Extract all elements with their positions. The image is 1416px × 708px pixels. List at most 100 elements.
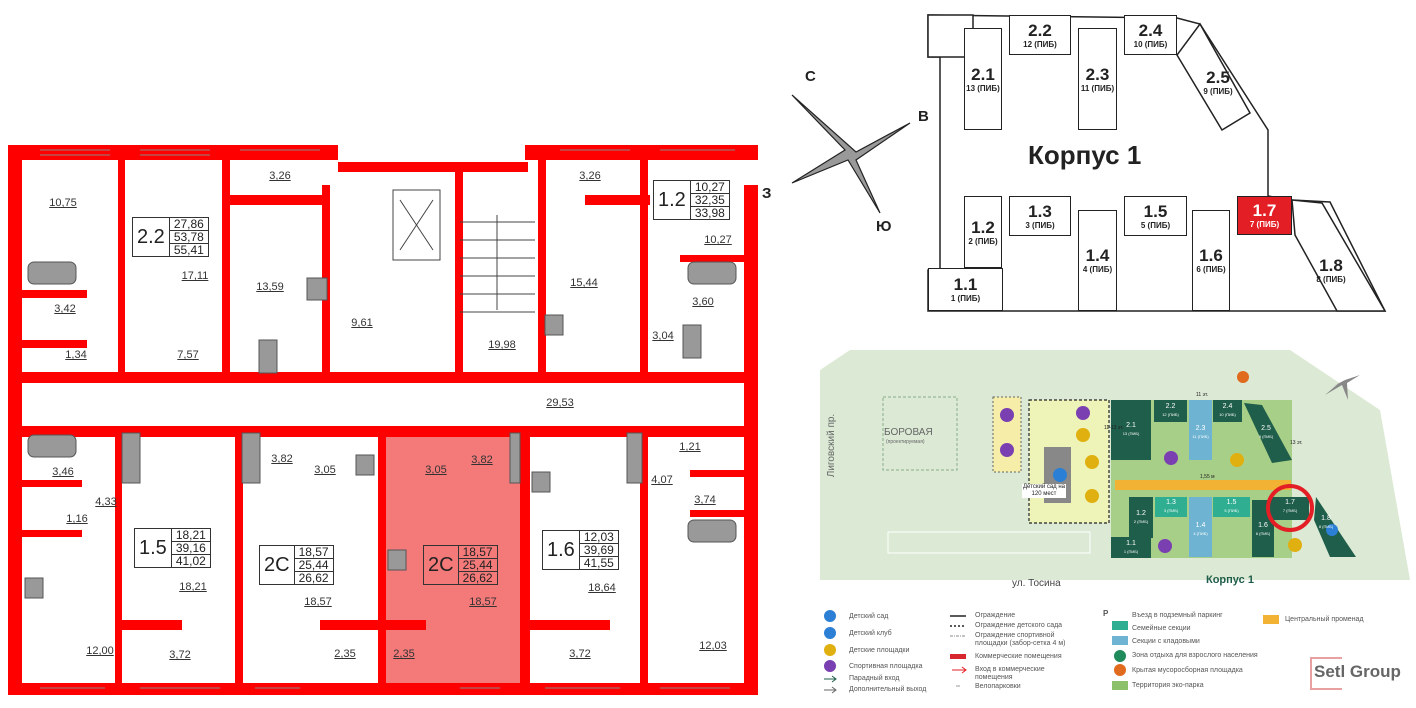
- room-area: 4,33: [95, 496, 117, 508]
- legend-item: Парадный вход: [849, 675, 900, 682]
- room-area: 1,16: [66, 513, 88, 525]
- legend-item: Дополнительный выход: [849, 686, 927, 693]
- distance-label: 1,55 м: [1200, 474, 1215, 480]
- room-area: 7,57: [177, 349, 199, 361]
- kids-club-icon: [824, 627, 836, 639]
- sports-ground-icon: [824, 660, 836, 672]
- room-area: 3,60: [692, 296, 714, 308]
- compass-rose-icon: [791, 94, 911, 214]
- street-tosina: ул. Тосина: [1012, 578, 1061, 589]
- legend-symbols: [824, 610, 1279, 694]
- waste-area-icon: [1114, 664, 1126, 676]
- legend-item: Семейные секции: [1132, 625, 1191, 632]
- fixtures: [24, 261, 737, 599]
- section-2-5-shape: [1176, 22, 1252, 132]
- living-area: 18,21: [171, 529, 210, 542]
- commercial-entrance-arrow-icon: [952, 666, 967, 674]
- playground-icon: [824, 644, 836, 656]
- room-area: 10,75: [49, 197, 77, 209]
- windows: [40, 149, 735, 689]
- total-area: 39,16: [171, 542, 210, 555]
- room-area: 1,34: [65, 349, 87, 361]
- room-area: 18,57: [304, 596, 332, 608]
- room-area: 3,72: [569, 648, 591, 660]
- building-title: Корпус 1: [1028, 140, 1142, 170]
- room-area: 3,46: [52, 466, 74, 478]
- kindergarten-icon: [824, 610, 836, 622]
- building-scheme-outline: [791, 14, 1387, 312]
- legend-item: Детский клуб: [849, 630, 892, 637]
- metro-name: БОРОВАЯ: [884, 427, 933, 438]
- total-area: 32,35: [690, 194, 729, 207]
- apartment-number: 1.5: [135, 529, 172, 567]
- room-area: 3,26: [269, 170, 291, 182]
- living-area: 18,57: [294, 546, 333, 559]
- apartment-number: 2С: [424, 546, 459, 584]
- room-area: 18,64: [588, 582, 616, 594]
- living-area: 18,57: [458, 546, 497, 559]
- room-area: 17,11: [181, 270, 209, 282]
- room-area: 15,44: [570, 277, 598, 289]
- compass-north: С: [805, 68, 816, 85]
- walls: [8, 145, 758, 695]
- compass-south: Ю: [876, 218, 892, 235]
- room-area: 19,98: [488, 339, 516, 351]
- living-area: 10,27: [690, 181, 729, 194]
- room-area: 3,26: [579, 170, 601, 182]
- room-area: 2,35: [393, 648, 415, 660]
- site-building-label: Корпус 1: [1206, 574, 1254, 586]
- apartment-number: 2.2: [133, 218, 170, 256]
- highlighted-apartment[interactable]: [386, 430, 520, 683]
- total-area-balcony: 55,41: [173, 243, 204, 257]
- kindergarten-label: Детский сад на 120 мест: [1022, 484, 1066, 498]
- living-area: 12,03: [579, 531, 618, 544]
- floor-plan: [8, 145, 758, 695]
- room-area: 3,82: [471, 454, 493, 466]
- rest-zone-icon: [1114, 650, 1126, 662]
- total-area-balcony: 26,62: [462, 571, 493, 585]
- legend-item: Ограждение спортивной площадки (забор-се…: [975, 632, 1066, 647]
- room-area: 12,00: [86, 645, 114, 657]
- legend-item: Коммерческие помещения: [975, 653, 1062, 660]
- compass-west: З: [762, 185, 772, 202]
- total-area-balcony: 26,62: [298, 571, 329, 585]
- site-plan: [820, 350, 1410, 580]
- total-area: 53,78: [169, 231, 208, 244]
- legend-item: Ограждение детского сада: [975, 622, 1063, 629]
- extra-exit-arrow-icon: [824, 686, 837, 694]
- room-area: 18,21: [179, 581, 207, 593]
- street-ligovsky: Лиговский пр.: [826, 413, 838, 478]
- total-area: 39,69: [579, 544, 618, 557]
- logo-frame: [1310, 657, 1342, 690]
